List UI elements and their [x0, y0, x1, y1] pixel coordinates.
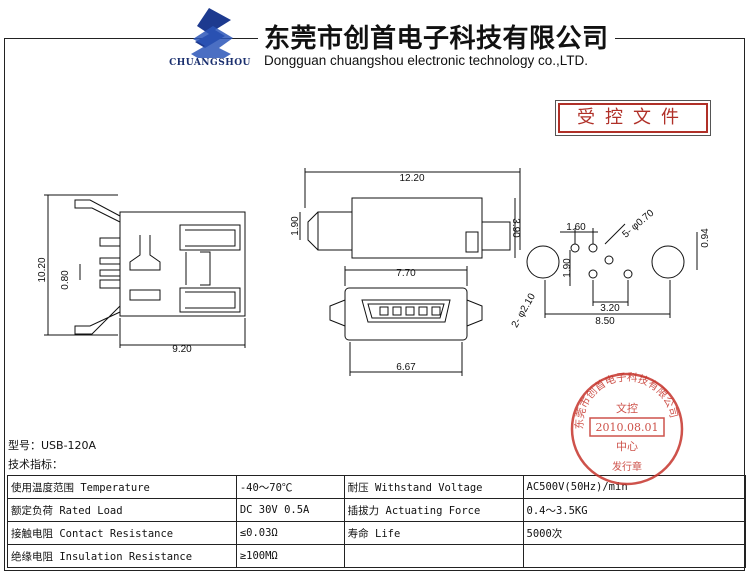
controlled-document-label: 受控文件 [558, 103, 708, 133]
front-view [329, 266, 483, 376]
company-name-cn: 东莞市创首电子科技有限公司 [258, 18, 615, 55]
company-seal-stamp: 东莞市创首电子科技有限公司 文控 2010.08.01 中心 发行章 [570, 370, 684, 486]
logo-text: CHUANGSHOU [168, 58, 252, 68]
dim-top-height: 3.90 [510, 218, 521, 238]
top-view [299, 168, 521, 259]
stamp-date: 2010.08.01 [596, 421, 659, 434]
model-label: 型号： [8, 439, 41, 452]
pcb-footprint [526, 223, 698, 318]
dim-pcb-1-90: 1.90 [562, 258, 573, 278]
spec-table: 使用温度范围 Temperature -40～70℃ 耐压 Withstand … [7, 475, 746, 568]
spec-value: ≥100MΩ [235, 544, 345, 568]
dim-pcb-hole: 5- φ0.70 [620, 208, 656, 241]
company-name-en: Dongguan chuangshou electronic technolog… [260, 53, 592, 68]
dim-side-length: 9.20 [172, 344, 192, 355]
controlled-document-box: 受控文件 [555, 100, 711, 136]
table-row: 绝缘电阻 Insulation Resistance ≥100MΩ [7, 544, 746, 568]
side-view [44, 194, 246, 348]
spec-value: -40～70℃ [235, 475, 345, 499]
dim-pcb-3-20: 3.20 [600, 303, 620, 314]
table-row: 使用温度范围 Temperature -40～70℃ 耐压 Withstand … [7, 475, 746, 499]
dim-pcb-8-50: 8.50 [595, 316, 615, 327]
dim-pcb-1-60: 1.60 [566, 222, 586, 233]
dim-front-width-bottom: 6.67 [396, 362, 416, 373]
spec-value: ≤0.03Ω [235, 521, 345, 545]
spec-value: 5000次 [522, 521, 746, 545]
stamp-footer-text: 发行章 [612, 460, 642, 473]
dim-top-length: 12.20 [399, 173, 424, 184]
spec-key: 寿命 Life [343, 521, 524, 545]
company-logo [191, 8, 233, 66]
model-line: 型号：USB-120A [8, 437, 96, 453]
spec-value [522, 544, 746, 568]
spec-key [343, 544, 524, 568]
spec-key: 额定负荷 Rated Load [7, 498, 237, 522]
dim-pcb-peg: 2- φ2.10 [510, 291, 539, 329]
spec-key: 耐压 Withstand Voltage [343, 475, 524, 499]
dim-pin-pitch: 0.80 [60, 270, 71, 290]
spec-value: DC 30V 0.5A [235, 498, 345, 522]
spec-key: 使用温度范围 Temperature [7, 475, 237, 499]
dim-front-width-top: 7.70 [396, 268, 416, 279]
table-row: 额定负荷 Rated Load DC 30V 0.5A 插拔力 Actuatin… [7, 498, 746, 522]
tech-spec-label: 技术指标： [8, 458, 63, 471]
table-row: 接触电阻 Contact Resistance ≤0.03Ω 寿命 Life 5… [7, 521, 746, 545]
spec-key: 插拔力 Actuating Force [343, 498, 524, 522]
spec-key: 接触电阻 Contact Resistance [7, 521, 237, 545]
model-value: USB-120A [41, 439, 97, 452]
stamp-bottom-text: 中心 [616, 440, 638, 453]
spec-value: AC500V(50Hz)/min [522, 475, 746, 499]
dim-top-small: 1.90 [290, 216, 301, 236]
dim-pcb-0-94: 0.94 [700, 228, 711, 248]
stamp-top-text: 文控 [616, 401, 638, 415]
dim-side-height: 10.20 [37, 257, 48, 282]
spec-key: 绝缘电阻 Insulation Resistance [7, 544, 237, 568]
spec-value: 0.4～3.5KG [522, 498, 746, 522]
